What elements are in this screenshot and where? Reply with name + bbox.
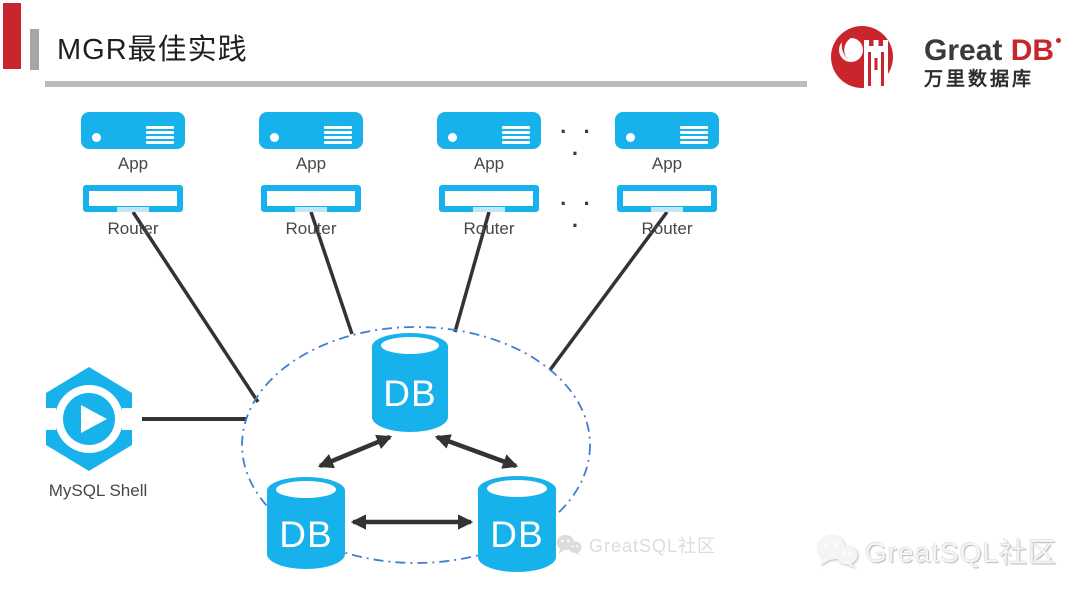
greatdb-emblem-icon <box>831 26 893 92</box>
router-icon <box>439 185 539 212</box>
router-port-notch <box>473 207 505 212</box>
server-vents-icon <box>324 126 352 144</box>
server-led-dot <box>92 133 101 142</box>
router-label: Router <box>463 219 515 238</box>
title-accent-gray-bar <box>30 29 39 70</box>
app-server-icon <box>437 112 541 149</box>
server-led-dot <box>626 133 635 142</box>
router-row-ellipsis: · · · <box>560 191 596 238</box>
server-led-dot <box>270 133 279 142</box>
logo-brand-db: DB <box>1010 34 1055 67</box>
watermark-text: GreatSQL社区 <box>865 537 1058 568</box>
app-server-icon <box>259 112 363 149</box>
app-label: App <box>651 154 683 173</box>
app-label: App <box>473 154 505 173</box>
app-server-icon <box>81 112 185 149</box>
server-vents-icon <box>146 126 174 144</box>
router1-to-cluster-line <box>131 211 260 403</box>
db-node-top: DB <box>372 333 448 432</box>
db-label: DB <box>279 513 333 555</box>
trademark-dot <box>1056 38 1062 43</box>
title-accent-red-bar <box>3 3 21 69</box>
app-label: App <box>295 154 327 173</box>
header-divider <box>45 81 807 87</box>
router-label: Router <box>641 219 693 238</box>
router-icon <box>617 185 717 212</box>
router-icon <box>83 185 183 212</box>
router-label: Router <box>285 219 337 238</box>
router-port-notch <box>295 207 327 212</box>
router-icon <box>261 185 361 212</box>
logo-brand-great: Great <box>924 34 1011 67</box>
db-node-left: DB <box>267 477 345 569</box>
router-port-notch <box>117 207 149 212</box>
server-vents-icon <box>502 126 530 144</box>
db-label: DB <box>490 514 544 556</box>
greatdb-logo: Great DB 万里数据库 <box>824 24 1062 94</box>
replication-arrow-top-left <box>317 434 393 469</box>
watermark-small: GreatSQL社区 <box>556 532 716 558</box>
app-label: App <box>117 154 149 173</box>
logo-subtitle: 万里数据库 <box>924 69 1035 90</box>
router-port-notch <box>651 207 683 212</box>
app-server-icon <box>615 112 719 149</box>
replication-arrow-top-right <box>434 434 519 469</box>
watermark-large: GreatSQL社区 <box>816 531 1057 571</box>
logo-brand-text: Great DB <box>924 34 1062 67</box>
slide-title: MGR最佳实践 <box>57 34 248 66</box>
mysql-shell-label: MySQL Shell <box>48 481 148 500</box>
server-vents-icon <box>680 126 708 144</box>
router-label: Router <box>107 219 159 238</box>
wechat-icon <box>556 534 582 556</box>
app-row-ellipsis: · · · <box>560 119 596 166</box>
mysql-shell-icon <box>46 367 132 471</box>
db-node-right: DB <box>478 476 556 572</box>
db-label: DB <box>383 372 437 414</box>
wechat-icon <box>817 534 858 568</box>
server-led-dot <box>448 133 457 142</box>
watermark-text: GreatSQL社区 <box>589 536 717 556</box>
